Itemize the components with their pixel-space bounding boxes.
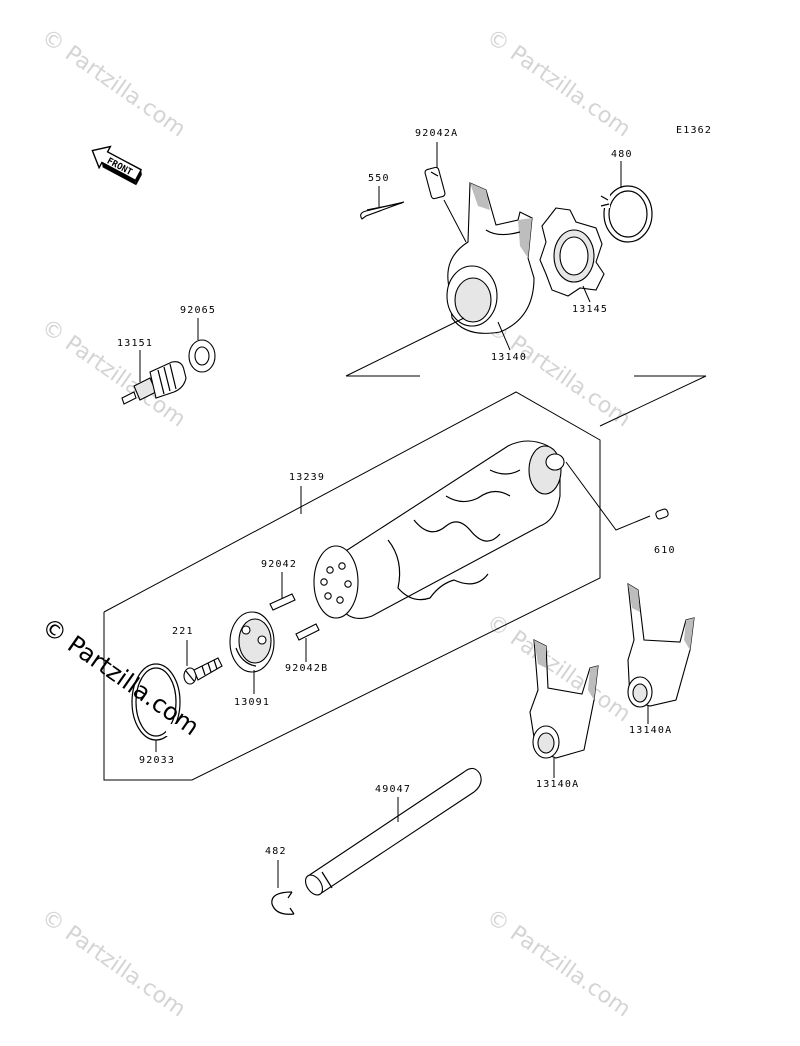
label-13140A-left: 13140A bbox=[536, 779, 579, 790]
label-480: 480 bbox=[611, 149, 633, 160]
watermark: © Partzilla.com bbox=[482, 904, 635, 1022]
label-13140A-right: 13140A bbox=[629, 725, 672, 736]
label-92042: 92042 bbox=[261, 559, 297, 570]
shift-drum-box bbox=[103, 391, 601, 781]
label-13239: 13239 bbox=[289, 472, 325, 483]
pin-610 bbox=[655, 508, 669, 520]
cam-plate-13145 bbox=[539, 207, 605, 297]
label-13091: 13091 bbox=[234, 697, 270, 708]
label-13151: 13151 bbox=[117, 338, 153, 349]
switch-13151 bbox=[121, 361, 187, 405]
shift-fork-13140 bbox=[446, 182, 535, 334]
shaft-49047 bbox=[304, 767, 482, 896]
label-550: 550 bbox=[368, 173, 390, 184]
pin-92042B bbox=[295, 623, 320, 641]
watermark: © Partzilla.com bbox=[482, 24, 635, 142]
pin-92042A bbox=[424, 166, 446, 200]
circlip-92033 bbox=[131, 663, 181, 741]
watermark: © Partzilla.com bbox=[37, 904, 190, 1022]
label-482: 482 bbox=[265, 846, 287, 857]
washer-92065 bbox=[188, 339, 216, 373]
watermark: © Partzilla.com bbox=[482, 314, 635, 432]
circlip-480 bbox=[600, 185, 653, 243]
label-92033: 92033 bbox=[139, 755, 175, 766]
plate-13091 bbox=[229, 611, 275, 673]
shift-fork-13140A-left bbox=[529, 639, 599, 759]
label-610: 610 bbox=[654, 545, 676, 556]
label-13140: 13140 bbox=[491, 352, 527, 363]
label-92042A: 92042A bbox=[415, 128, 458, 139]
shift-drum-13239 bbox=[313, 440, 565, 619]
diagram-code: E1362 bbox=[676, 125, 712, 136]
shift-fork-13140A-right bbox=[627, 582, 695, 708]
pin-92042 bbox=[269, 593, 296, 611]
cotter-pin-550 bbox=[360, 201, 405, 220]
label-92042B: 92042B bbox=[285, 663, 328, 674]
screw-221 bbox=[183, 657, 223, 685]
e-clip-482 bbox=[271, 891, 295, 915]
label-92065: 92065 bbox=[180, 305, 216, 316]
label-13145: 13145 bbox=[572, 304, 608, 315]
label-221: 221 bbox=[172, 626, 194, 637]
front-arrow-icon: FRONT bbox=[91, 145, 143, 186]
label-49047: 49047 bbox=[375, 784, 411, 795]
watermark: © Partzilla.com bbox=[37, 24, 190, 142]
